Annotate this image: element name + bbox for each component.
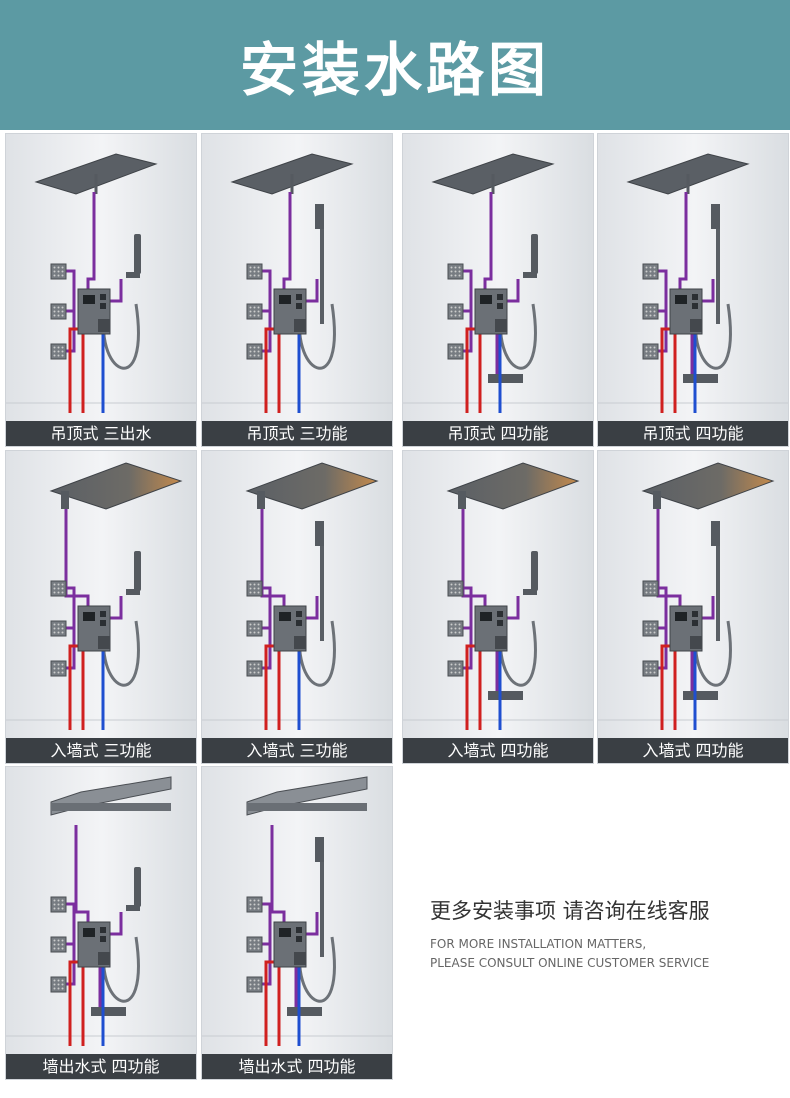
banner-title: 安装水路图 <box>239 36 550 104</box>
diagram-caption: 吊顶式 三出水 <box>6 421 196 446</box>
page-banner: 安装水路图 <box>0 0 790 130</box>
installation-diagram: 墙出水式 四功能 <box>201 766 393 1080</box>
installation-diagram: 入墙式 三功能 <box>5 450 197 764</box>
installation-diagram: 墙出水式 四功能 <box>5 766 197 1080</box>
diagram-caption: 吊顶式 四功能 <box>598 421 788 446</box>
diagram-caption: 入墙式 三功能 <box>202 738 392 763</box>
diagram-caption: 入墙式 三功能 <box>6 738 196 763</box>
note-line-2: PLEASE CONSULT ONLINE CUSTOMER SERVICE <box>430 956 710 970</box>
installation-diagram: 吊顶式 四功能 <box>597 133 789 447</box>
installation-diagram: 入墙式 四功能 <box>402 450 594 764</box>
diagram-caption: 墙出水式 四功能 <box>6 1054 196 1079</box>
diagram-caption: 入墙式 四功能 <box>598 738 788 763</box>
installation-diagram: 吊顶式 三出水 <box>5 133 197 447</box>
diagram-caption: 吊顶式 四功能 <box>403 421 593 446</box>
diagram-caption: 入墙式 四功能 <box>403 738 593 763</box>
note-title: 更多安装事项 请咨询在线客服 <box>430 899 710 923</box>
note-english: FOR MORE INSTALLATION MATTERS, PLEASE CO… <box>430 935 709 973</box>
note-line-1: FOR MORE INSTALLATION MATTERS, <box>430 937 647 951</box>
installation-diagram: 吊顶式 三功能 <box>201 133 393 447</box>
installation-diagram: 入墙式 三功能 <box>201 450 393 764</box>
installation-diagram: 入墙式 四功能 <box>597 450 789 764</box>
diagram-caption: 墙出水式 四功能 <box>202 1054 392 1079</box>
diagram-caption: 吊顶式 三功能 <box>202 421 392 446</box>
installation-diagram: 吊顶式 四功能 <box>402 133 594 447</box>
